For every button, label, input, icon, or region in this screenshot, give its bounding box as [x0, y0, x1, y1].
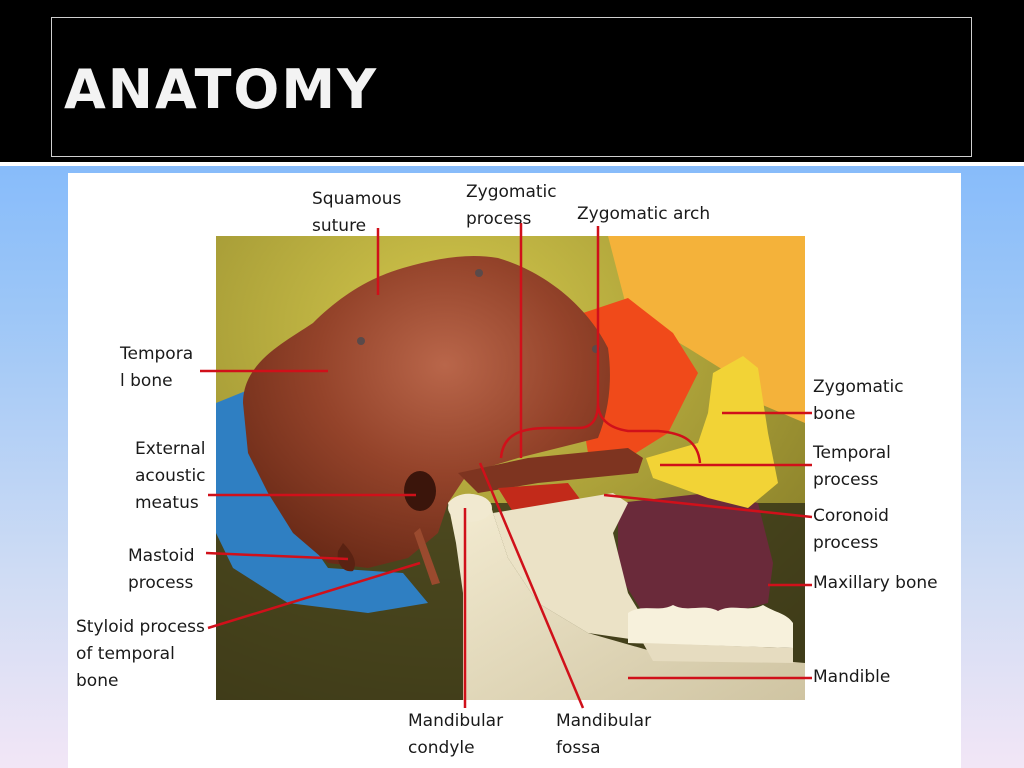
line-mastoid-process	[205, 551, 349, 561]
skull-diagram	[200, 223, 813, 709]
teeth-lower-shape	[643, 643, 793, 663]
label-coronoid-process: Coronoid process	[813, 506, 889, 553]
skull-photo	[216, 236, 805, 700]
label-mastoid-process: Mastoid process	[128, 546, 195, 593]
condyle-shape	[448, 494, 492, 522]
teeth-shape	[628, 605, 793, 648]
label-zygomatic-arch: Zygomatic arch	[577, 204, 711, 224]
label-maxillary-bone: Maxillary bone	[813, 573, 938, 593]
label-zygomatic-bone: Zygomatic bone	[813, 377, 904, 424]
maxilla-shape	[618, 493, 773, 618]
screw-hole	[475, 269, 483, 277]
zygomatic-bone-shape	[646, 356, 778, 508]
line-mandibular-fossa	[478, 462, 585, 709]
sphenoid-bone	[578, 298, 698, 458]
label-external-acoustic-meatus: External acoustic meatus	[135, 439, 206, 513]
label-mandible: Mandible	[813, 667, 891, 687]
leader-lines	[200, 223, 813, 709]
title-bar: ANATOMY	[0, 0, 1024, 166]
line-coronoid-process	[603, 493, 813, 519]
styloid-shape	[414, 528, 440, 585]
temporal-bone-shape	[243, 256, 610, 568]
screw-hole	[357, 337, 365, 345]
label-mandibular-condyle: Mandibular condyle	[408, 711, 504, 758]
line-styloid-process	[207, 561, 421, 630]
content-panel: Squamous suture Zygomatic process Zygoma…	[68, 173, 961, 768]
label-mandibular-fossa: Mandibular fossa	[556, 711, 652, 758]
label-temporal-process: Temporal process	[813, 443, 891, 490]
title-box: ANATOMY	[51, 17, 972, 157]
label-squamous-suture: Squamous suture	[312, 189, 402, 236]
slide-title: ANATOMY	[64, 58, 379, 121]
zygomatic-arch-shape	[458, 448, 643, 493]
mandible-shape	[448, 493, 805, 700]
label-zygomatic-process: Zygomatic process	[466, 182, 557, 229]
ramus-shape	[493, 493, 658, 643]
label-styloid-process: Styloid process of temporal bone	[76, 617, 205, 691]
mastoid-shape	[337, 543, 355, 572]
acoustic-meatus-hole	[404, 471, 436, 511]
line-zygomatic-arch-curve	[499, 402, 702, 464]
label-temporal-bone: Tempora l bone	[120, 344, 194, 391]
